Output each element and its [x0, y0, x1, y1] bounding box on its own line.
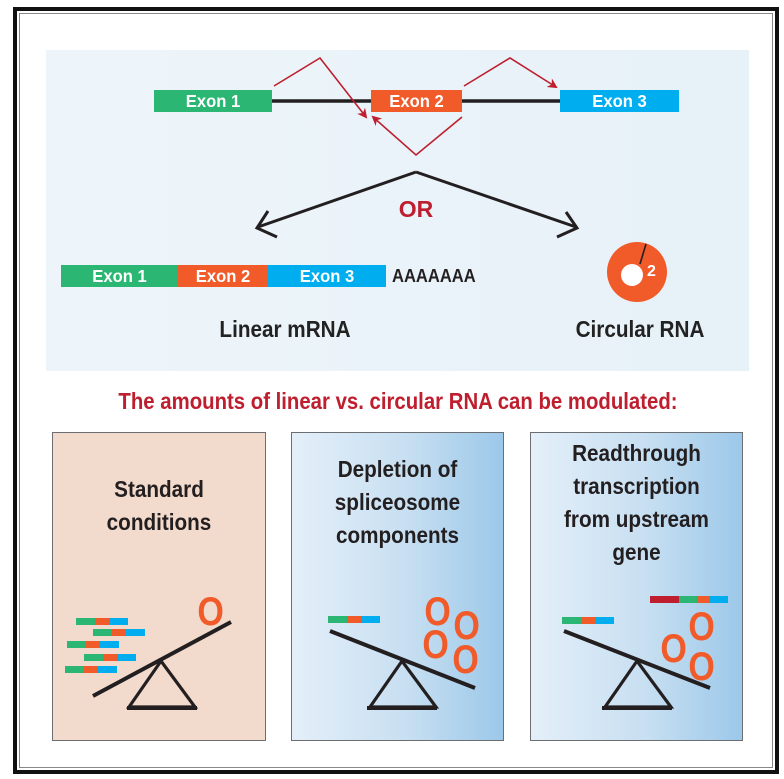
- linear-transcripts-group: [562, 617, 614, 624]
- arrowhead-left-icon: [254, 210, 278, 239]
- mini-exon-3: [117, 654, 136, 661]
- splice-arrow-exon1-to-exon2: [273, 56, 368, 119]
- circular-rna-icon: O: [688, 605, 715, 649]
- linear-mrna-exon-1-label: Exon 1: [92, 266, 147, 286]
- panel-spliceosome-depletion: Depletion of spliceosome components: [291, 432, 504, 741]
- circular-rna-junction: [639, 243, 647, 265]
- branch-arrow-right: [415, 170, 577, 229]
- mini-exon-1: [679, 596, 697, 603]
- mini-exon-1: [84, 654, 103, 661]
- pre-mrna-exon-1-label: Exon 1: [185, 91, 241, 111]
- circular-rna-icon: O: [197, 590, 224, 634]
- mini-exon-2: [347, 616, 361, 623]
- linear-mrna-exon-3-label: Exon 3: [299, 266, 355, 286]
- linear-mrna-exon-3: [268, 265, 386, 287]
- circular-rna-icon: O: [424, 590, 451, 634]
- mini-exon-3: [98, 666, 117, 673]
- readthrough-transcript: [650, 596, 728, 603]
- mini-exon-3: [126, 629, 145, 636]
- panel-title: Depletion of spliceosome components: [334, 456, 461, 548]
- circular-rna-icon: O: [660, 627, 687, 671]
- arrowhead-right-icon: [556, 211, 580, 239]
- mini-exon-2: [581, 617, 595, 624]
- mini-exon-3: [595, 617, 614, 624]
- circular-rna-caption: Circular RNA: [575, 316, 705, 342]
- mini-exon-3: [109, 618, 128, 625]
- mini-exon-2: [86, 641, 100, 648]
- linear-mrna-exon-2: [178, 265, 268, 287]
- circular-rna-exon-number: 2: [647, 263, 656, 280]
- linear-mrna-caption: Linear mRNA: [219, 316, 351, 342]
- modulation-heading: The amounts of linear vs. circular RNA c…: [118, 388, 678, 414]
- panel-title: Readthrough transcription from upstream …: [564, 440, 709, 565]
- panel-standard-conditions: Standard conditions: [52, 432, 266, 741]
- linear-mrna-exon-2-label: Exon 2: [195, 266, 251, 286]
- panel-title: Standard conditions: [106, 476, 212, 535]
- circular-rna-icon: O: [453, 604, 480, 648]
- linear-transcripts-group: [65, 618, 145, 673]
- pre-mrna-exon-2-label: Exon 2: [389, 91, 444, 111]
- panel-readthrough-transcription: Readthrough transcription from upstream …: [530, 432, 743, 741]
- pre-mrna-exon-3-label: Exon 3: [592, 91, 647, 111]
- mini-exon-1: [562, 617, 581, 624]
- poly-a-tail: AAAAAAA: [392, 266, 476, 286]
- mini-exon-2: [95, 618, 109, 625]
- mini-exon-3: [361, 616, 380, 623]
- splice-arrow-exon2-to-exon3: [463, 57, 558, 89]
- mini-exon-2: [697, 596, 710, 603]
- mini-exon-3: [100, 641, 119, 648]
- linear-transcripts-group: [328, 616, 380, 623]
- circular-rna-icon: O: [422, 623, 449, 667]
- inner-frame: [19, 13, 773, 768]
- pre-mrna-exon-3: [560, 90, 679, 112]
- pre-mrna-exon-2: [371, 90, 462, 112]
- backsplice-arrow-exon2: [371, 115, 463, 157]
- mini-upstream-exon: [650, 596, 679, 603]
- or-label: OR: [398, 196, 434, 222]
- mini-exon-3: [710, 596, 728, 603]
- seesaw-beam: [92, 620, 232, 698]
- pre-mrna-exon-1: [154, 90, 272, 112]
- linear-mrna-exon-1: [61, 265, 178, 287]
- mini-exon-1: [67, 641, 86, 648]
- mini-exon-2: [84, 666, 98, 673]
- circular-rna-icon: O: [452, 638, 479, 682]
- seesaw-fulcrum: [125, 658, 199, 709]
- mini-exon-2: [103, 654, 117, 661]
- branch-arrow-left: [257, 170, 417, 229]
- mini-exon-1: [328, 616, 347, 623]
- circular-rna-hole: [621, 264, 643, 286]
- mini-exon-1: [93, 629, 112, 636]
- mini-exon-2: [112, 629, 126, 636]
- mini-exon-1: [76, 618, 95, 625]
- mini-exon-1: [65, 666, 84, 673]
- circular-rna-icon: O: [688, 645, 715, 689]
